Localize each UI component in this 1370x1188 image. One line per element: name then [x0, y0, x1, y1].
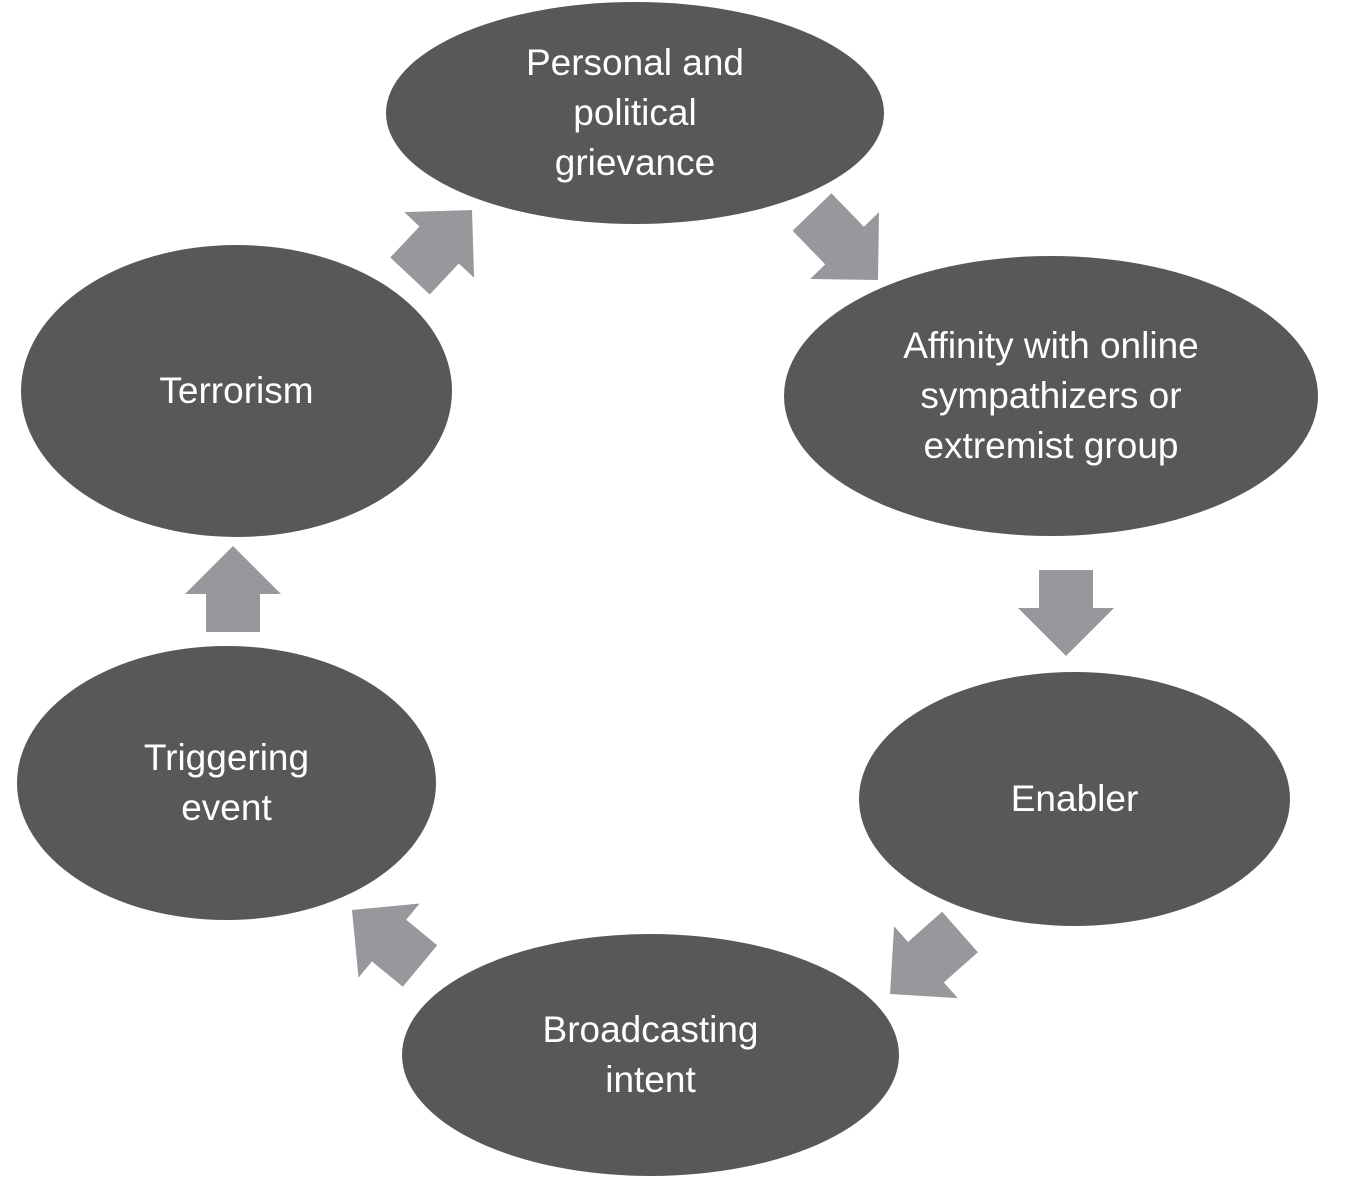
arrow-grievance-to-affinity — [792, 193, 879, 280]
arrow-enabler-to-broadcasting — [890, 911, 978, 999]
node-terrorism-label: Terrorism — [159, 370, 314, 411]
node-affinity-label: Affinity with online sympathizers or ext… — [903, 325, 1199, 466]
arrow-terrorism-to-grievance — [390, 210, 475, 295]
arrow-triggering-to-terrorism — [185, 546, 281, 632]
node-grievance-label: Personal and political grievance — [525, 42, 745, 183]
node-affinity: Affinity with online sympathizers or ext… — [784, 256, 1318, 536]
arrow-broadcasting-to-triggering — [352, 903, 438, 987]
node-terrorism: Terrorism — [21, 245, 452, 537]
node-broadcasting-label: Broadcasting intent — [542, 1009, 759, 1100]
node-triggering-label: Triggering event — [143, 737, 310, 828]
node-enabler-label: Enabler — [1010, 778, 1139, 819]
node-enabler: Enabler — [859, 672, 1290, 926]
node-broadcasting: Broadcasting intent — [402, 934, 899, 1176]
node-grievance: Personal and political grievance — [386, 2, 884, 224]
node-triggering: Triggering event — [17, 646, 436, 920]
arrow-affinity-to-enabler — [1018, 570, 1114, 656]
